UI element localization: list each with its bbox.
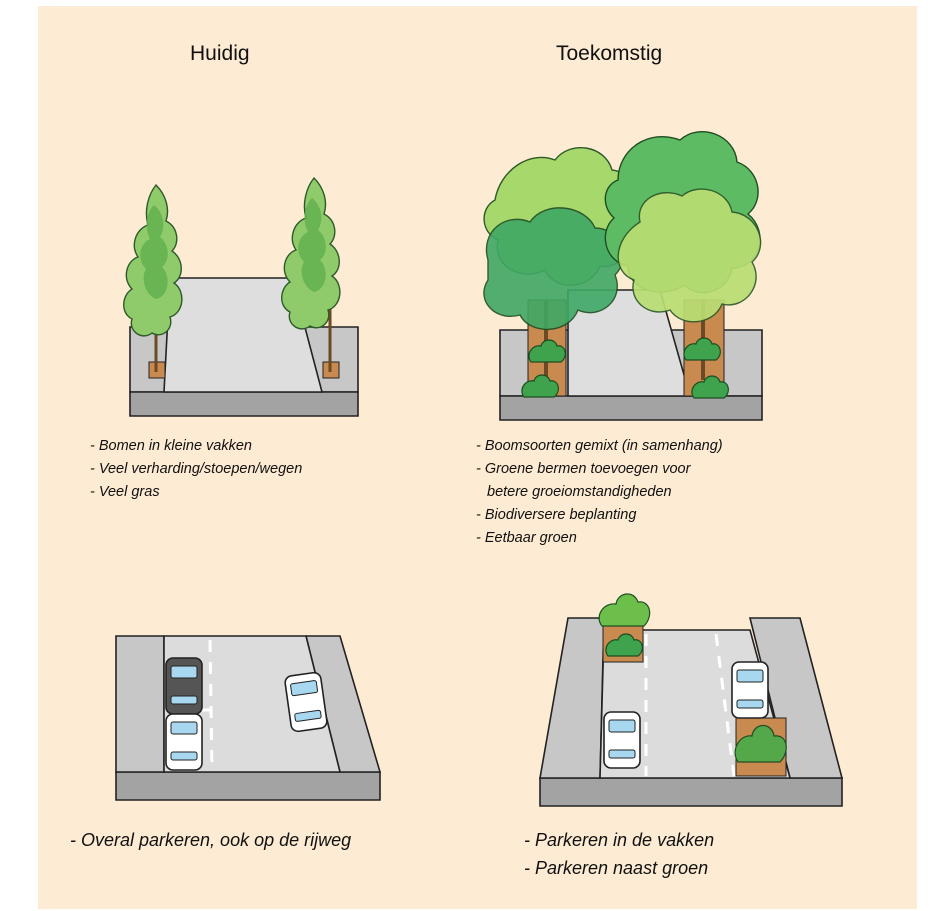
car-icon: [731, 661, 769, 719]
street-block-current-parking: [115, 635, 382, 801]
list-item: - Parkeren in de vakken: [524, 830, 715, 850]
list-item: - Eetbaar groen: [476, 530, 577, 546]
list-item: - Overal parkeren, ook op de rijweg: [70, 830, 352, 850]
heading-current: Huidig: [190, 42, 250, 65]
tree-icon: [483, 146, 635, 331]
car-icon: [165, 713, 203, 771]
list-item: - Boomsoorten gemixt (in samenhang): [476, 438, 723, 454]
list-item: - Veel gras: [90, 484, 160, 500]
list-item: - Parkeren naast groen: [524, 858, 709, 878]
tree-icon: [604, 131, 762, 323]
car-icon: [603, 711, 641, 769]
shrub-icon: [598, 593, 651, 627]
list-item: betere groeiomstandigheden: [487, 484, 672, 500]
street-block-future-parking: [539, 593, 844, 807]
list-item: - Groene bermen toevoegen voor: [476, 461, 691, 477]
street-block-future-green: [483, 131, 763, 421]
tree-icon: [281, 177, 341, 330]
car-icon: [165, 657, 203, 715]
list-item: - Bomen in kleine vakken: [90, 438, 252, 454]
future-green-list: - Boomsoorten gemixt (in samenhang) - Gr…: [476, 435, 723, 550]
heading-future: Toekomstig: [556, 42, 663, 65]
tree-icon: [123, 184, 183, 337]
current-parking-list: - Overal parkeren, ook op de rijweg: [70, 826, 351, 854]
current-green-list: - Bomen in kleine vakken - Veel verhardi…: [90, 435, 302, 504]
list-item: - Biodiversere beplanting: [476, 507, 637, 523]
street-block-current-green: [123, 177, 359, 417]
future-parking-list: - Parkeren in de vakken - Parkeren naast…: [524, 826, 714, 882]
list-item: - Veel verharding/stoepen/wegen: [90, 461, 303, 477]
shrub-icon: [734, 724, 787, 763]
car-icon: [283, 670, 329, 734]
